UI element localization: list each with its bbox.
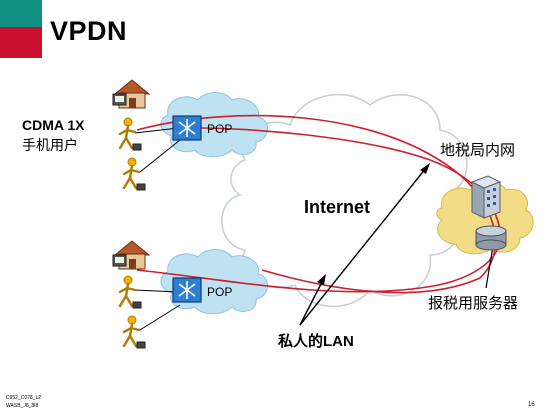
mobile-user-icon [122,315,146,349]
header-teal-block [0,0,42,27]
private-lan-label: 私人的LAN [278,333,354,350]
lan-arrowhead-2 [317,274,326,285]
mobile-users-label: 手机用户 [22,137,78,153]
house-icon [112,240,151,270]
internet-cloud [221,93,468,308]
mobile-user-icon [122,157,146,191]
slide-title: VPDN [50,16,128,46]
internet-label: Internet [304,197,371,217]
router-icon [172,277,202,303]
intranet-label: 地税局内网 [440,142,516,159]
cdma-label: CDMA 1X [22,117,85,133]
dial-line-4 [139,304,181,331]
database-icon [475,225,507,251]
footer-code-2: WASB_J8_8I8 [6,403,39,409]
lan-arrow-line-1 [299,167,427,326]
house-icon [112,79,151,109]
page-number: 16 [528,402,535,408]
dial-line-1 [134,127,179,134]
pop-label-bottom: POP [207,285,233,299]
mobile-user-icon [118,275,142,309]
pop-cloud-top [160,92,268,158]
header-red-block [0,27,42,58]
server-tower-icon [470,175,502,219]
router-icon [172,115,202,141]
footer-code-1: C952_C078_L2 [6,395,42,401]
lan-arrowhead-1 [420,163,430,174]
lan-arrow-line-2 [299,279,324,326]
server-label: 报税用服务器 [428,295,519,312]
dial-line-3 [134,289,179,293]
mobile-user-icon [118,117,142,151]
dial-line-2 [139,139,181,173]
server-arrow-line [485,245,494,289]
pop-label-top: POP [207,122,233,136]
